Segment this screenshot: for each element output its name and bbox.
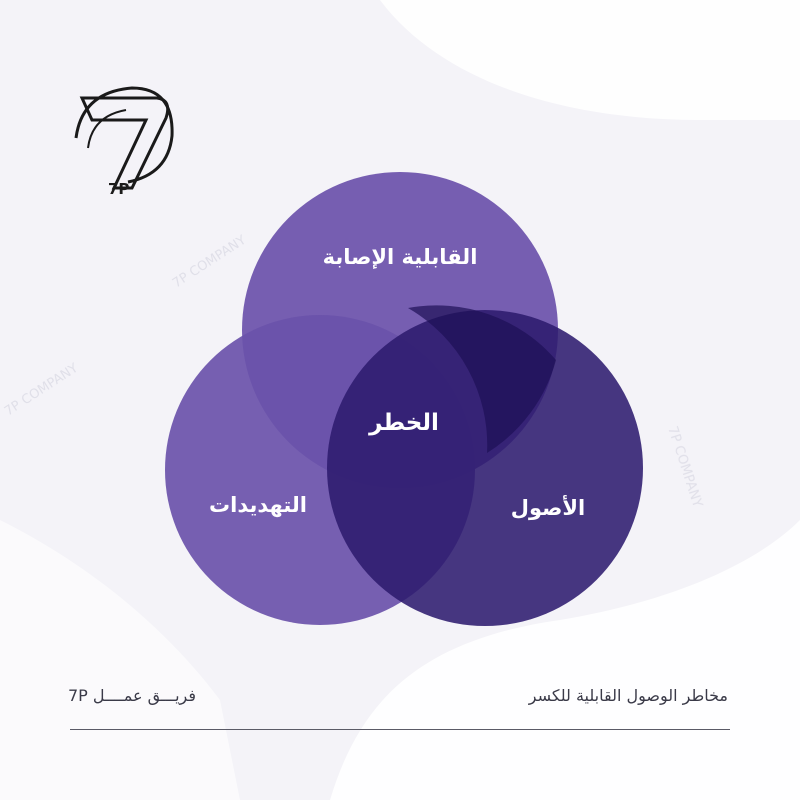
company-logo-icon — [74, 86, 174, 190]
footer-title: مخاطر الوصول القابلية للكسر — [528, 686, 728, 705]
label-assets: الأصول — [510, 496, 586, 520]
watermark-text-3: 7P COMPANY — [664, 425, 704, 510]
watermark-text-2: 7P COMPANY — [170, 233, 249, 292]
circle-assets — [327, 310, 643, 626]
label-threats: التهديدات — [209, 493, 307, 517]
label-vulnerability: القابلية الإصابة — [322, 245, 478, 269]
overlap-assets-vulnerability — [408, 305, 556, 453]
footer-team: فريـــق عمــــل 7P — [68, 686, 196, 705]
footer-divider — [70, 729, 730, 730]
label-risk-center: الخطر — [369, 410, 439, 436]
logo-text: 7P — [108, 180, 130, 198]
watermark-text-1: 7P COMPANY — [2, 361, 81, 420]
